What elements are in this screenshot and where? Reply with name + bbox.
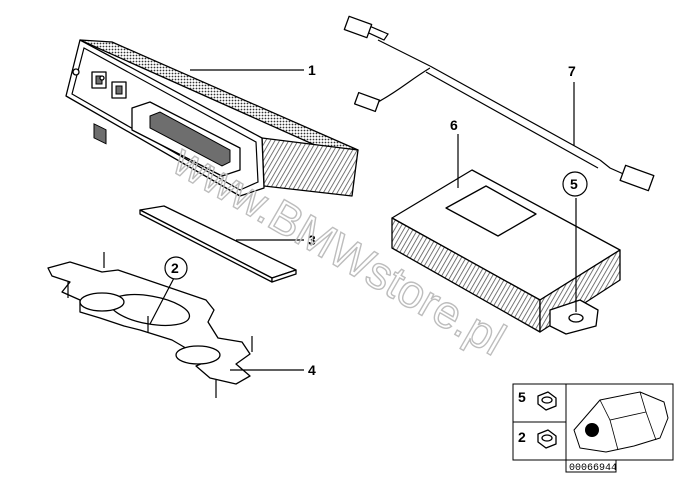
part-1-control-unit [65, 39, 359, 197]
nut-icon [537, 429, 557, 449]
leader-lines [149, 69, 577, 371]
nut-icon [537, 391, 557, 411]
callout-5: 5 [570, 176, 578, 192]
callout-2-circle [164, 256, 188, 280]
callout-6: 6 [450, 117, 458, 133]
callout-1: 1 [308, 62, 316, 78]
legend-box: 5 2 00066944 [512, 383, 674, 474]
callout-4: 4 [308, 362, 316, 378]
callout-2: 2 [171, 260, 179, 276]
part-6-module [391, 169, 621, 335]
legend-number-5: 5 [518, 389, 526, 405]
part-3-pad [139, 205, 297, 283]
callout-3: 3 [308, 232, 316, 248]
part-7-cable [343, 15, 655, 192]
legend-number-2: 2 [518, 429, 526, 445]
part-4-bracket [47, 252, 253, 398]
callout-7: 7 [568, 63, 576, 79]
drawing-code: 00066944 [569, 463, 617, 474]
car-location-icon [573, 391, 669, 453]
callout-5-circle [562, 171, 588, 197]
